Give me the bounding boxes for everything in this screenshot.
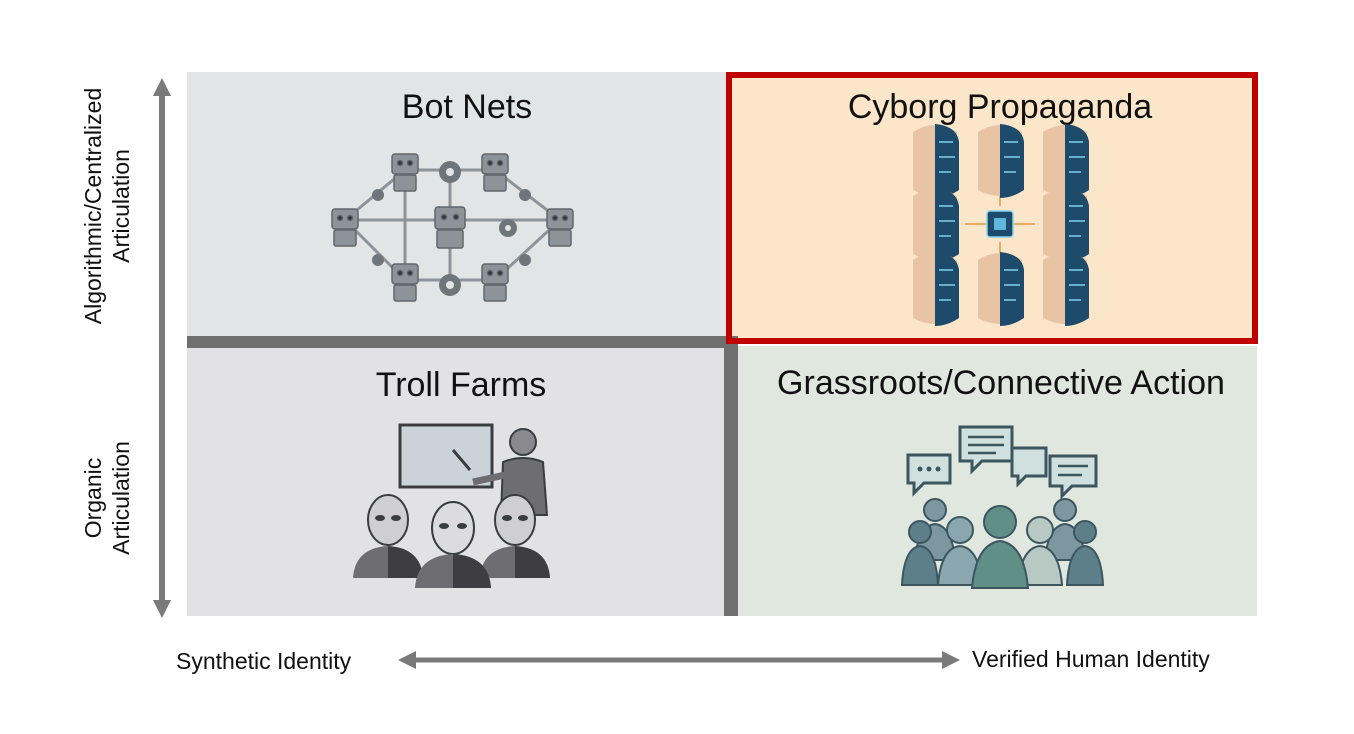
title-bot-nets: Bot Nets <box>401 88 533 126</box>
masked-trolls-presentation-icon <box>345 420 560 590</box>
y-axis-bottom-label-line1: Organic <box>80 457 106 539</box>
horizontal-divider <box>187 336 732 348</box>
cyborg-highlight-frame <box>726 72 1258 344</box>
horizontal-axis-arrow <box>398 648 960 672</box>
title-grassroots: Grassroots/Connective Action <box>777 364 1225 402</box>
vertical-axis-arrow <box>150 78 174 618</box>
x-axis-right-label: Verified Human Identity <box>972 646 1210 672</box>
x-axis-left-label: Synthetic Identity <box>176 648 352 674</box>
quadrant-bot-nets <box>187 72 727 340</box>
y-axis-top-label-line1: Algorithmic/Centralized <box>80 87 106 325</box>
y-axis-bottom-label-line2: Articulation <box>108 441 134 555</box>
robot-network-icon <box>320 140 590 320</box>
y-axis-top-label: Algorithmic/Centralized Articulation <box>79 61 135 351</box>
y-axis-top-label-line2: Articulation <box>108 149 134 263</box>
title-cyborg-propaganda: Cyborg Propaganda <box>847 88 1153 126</box>
title-troll-farms: Troll Farms <box>375 366 547 404</box>
y-axis-bottom-label: Organic Articulation <box>79 408 135 588</box>
crowd-chat-icon <box>900 420 1105 590</box>
cyborg-heads-network-icon <box>895 124 1105 330</box>
vertical-divider <box>724 336 738 616</box>
